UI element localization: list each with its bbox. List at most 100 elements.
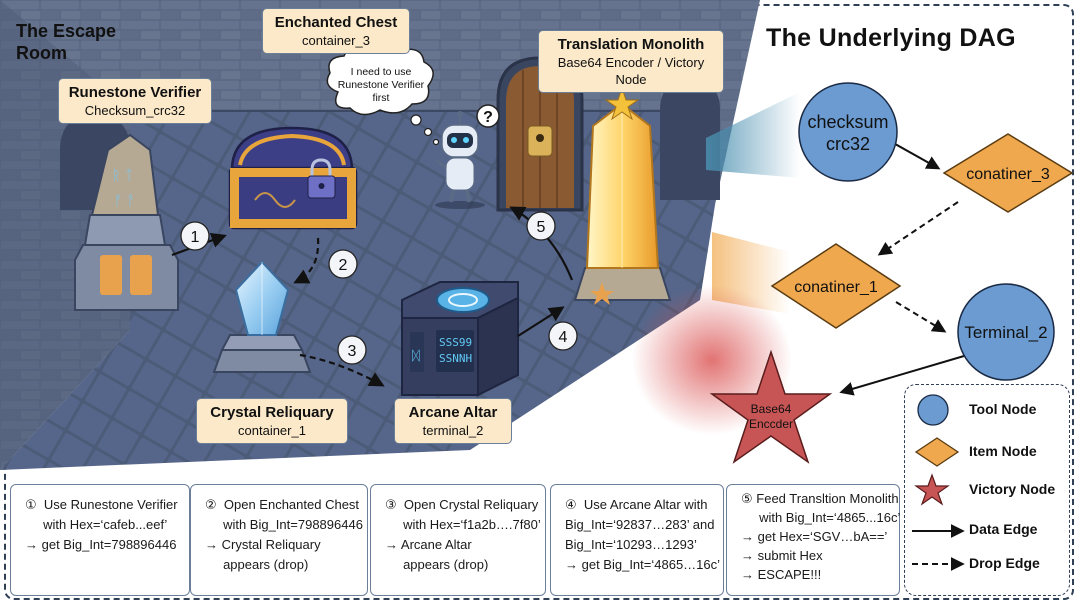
dag-node-container3: conatiner_3 <box>942 133 1074 213</box>
step-line: Big_Int=‘10293…1293’ <box>565 537 697 552</box>
step-markers: 1 2 3 4 5 <box>180 211 578 365</box>
label-title: Enchanted Chest <box>274 14 398 31</box>
glowing-rune-icon <box>100 255 122 295</box>
step-box-5: ⑤ Feed Transltion Monolith with Big_Int=… <box>726 484 900 596</box>
label-subtitle: container_1 <box>238 423 306 438</box>
svg-text:4: 4 <box>559 329 568 346</box>
dag-edge-container1-terminal2 <box>895 301 947 333</box>
legend-row-item: Item Node <box>905 433 1071 473</box>
step-line: with Big_Int=798896446 <box>223 517 363 532</box>
legend-row-data-edge: Data Edge <box>905 511 1071 551</box>
flow-arrow-2 <box>293 237 320 284</box>
legend-victory-icon <box>914 473 950 506</box>
dag-edge-checksum-container3 <box>887 139 941 170</box>
translation-monolith <box>573 86 672 305</box>
legend-label: Drop Edge <box>969 555 1040 571</box>
dag-node-base64: Base64 Enccder <box>709 349 833 464</box>
label-title: Translation Monolith <box>557 36 705 53</box>
svg-text:crc32: crc32 <box>826 134 870 154</box>
altar-glyph: SSS99 <box>439 336 472 349</box>
dag-edge-terminal2-base64 <box>839 355 965 396</box>
legend-label: Victory Node <box>969 481 1056 497</box>
svg-text:5: 5 <box>537 219 546 236</box>
dag-beam-blue <box>706 92 800 178</box>
dag-edges <box>839 139 965 396</box>
legend-row-victory: Victory Node <box>905 471 1071 511</box>
step-line: ④ Use Arcane Altar with <box>565 497 708 512</box>
step-box-3: ③ Open Crystal Reliquary with Hex=‘f1a2b… <box>370 484 546 596</box>
legend-item-icon <box>914 437 960 467</box>
label-title: Crystal Reliquary <box>210 404 334 421</box>
arcane-altar: ᛞ SSS99 SSNNH <box>401 281 519 397</box>
glowing-sigil-icon <box>436 287 490 313</box>
victory-star-icon <box>604 86 640 121</box>
step-line: → Arcane Altar <box>385 537 472 552</box>
dag-node-terminal2: Terminal_2 <box>957 283 1055 381</box>
step-line: ③ Open Crystal Reliquary <box>385 497 539 512</box>
flow-arrow-4 <box>517 306 565 337</box>
wooden-door <box>496 56 584 212</box>
runestone-verifier: ᚱ ᛏ ᚠ ᚨ <box>74 133 179 311</box>
wall-arch <box>660 80 720 200</box>
step-line: with Big_Int=‘4865...16c’ <box>759 510 901 525</box>
svg-text:1: 1 <box>191 229 200 246</box>
svg-text:Enccder: Enccder <box>749 417 793 431</box>
label-title: Runestone Verifier <box>68 84 202 101</box>
step-box-4: ④ Use Arcane Altar with Big_Int=‘92837…2… <box>550 484 724 596</box>
robot-icon <box>435 111 485 209</box>
step-marker-4: 4 <box>548 321 578 351</box>
step-marker-1: 1 <box>180 221 210 251</box>
svg-text:checksum: checksum <box>807 112 888 132</box>
label-chest: Enchanted Chest container_3 <box>262 8 410 54</box>
step-line: → Crystal Reliquary <box>205 537 321 552</box>
enchanted-chest <box>228 126 358 230</box>
step-line: ① Use Runestone Verifier <box>25 497 178 512</box>
svg-text:ᚱ ᛏ: ᚱ ᛏ <box>112 168 133 184</box>
svg-text:3: 3 <box>348 343 357 360</box>
step-box-2: ② Open Enchanted Chest with Big_Int=7988… <box>190 484 368 596</box>
label-subtitle: container_3 <box>302 33 370 48</box>
altar-glyph: SSNNH <box>439 352 472 365</box>
label-subtitle: terminal_2 <box>422 423 484 438</box>
legend-label: Data Edge <box>969 521 1038 537</box>
question-mark: ? <box>483 109 493 126</box>
dag-node-container1: conatiner_1 <box>770 243 902 329</box>
label-altar: Arcane Altar terminal_2 <box>394 398 512 444</box>
step-line: → submit Hex <box>741 548 823 563</box>
crystal-reliquary <box>212 260 312 373</box>
svg-text:conatiner_1: conatiner_1 <box>794 279 878 296</box>
legend-label: Item Node <box>969 443 1037 459</box>
thought-text: I need to use Runestone Verifier first <box>337 66 425 104</box>
step-marker-5: 5 <box>526 211 556 241</box>
label-runestone: Runestone Verifier Checksum_crc32 <box>58 78 212 124</box>
glowing-rune-icon <box>130 255 152 295</box>
svg-text:ᛞ: ᛞ <box>412 349 420 364</box>
flow-arrow-3 <box>299 353 385 387</box>
legend-row-tool: Tool Node <box>905 391 1071 431</box>
svg-text:conatiner_3: conatiner_3 <box>966 166 1050 183</box>
step-marker-3: 3 <box>337 335 367 365</box>
escape-room-title: The Escape Room <box>16 21 117 63</box>
step-line: with Hex=‘f1a2b….7f80’ <box>403 517 541 532</box>
step-line: appears (drop) <box>223 557 309 572</box>
step-box-1: ① Use Runestone Verifier with Hex=‘cafeb… <box>10 484 190 596</box>
step-line: with Hex=‘cafeb...eef’ <box>43 517 168 532</box>
svg-text:2: 2 <box>339 257 348 274</box>
step-line: → get Big_Int=798896446 <box>25 537 177 552</box>
star-icon <box>590 282 614 305</box>
step-line: appears (drop) <box>403 557 489 572</box>
svg-text:ᚠ ᚨ: ᚠ ᚨ <box>114 193 135 209</box>
step-marker-2: 2 <box>328 249 358 279</box>
legend-tool-icon <box>917 394 949 426</box>
label-subtitle: Base64 Encoder / Victory Node <box>557 55 705 87</box>
question-bubble: ? <box>476 104 500 128</box>
thought-bubble <box>326 42 440 146</box>
dag-node-checksum: checksum crc32 <box>798 82 898 182</box>
label-monolith: Translation Monolith Base64 Encoder / Vi… <box>538 30 724 93</box>
legend-row-drop-edge: Drop Edge <box>905 545 1071 585</box>
svg-text:Base64: Base64 <box>751 402 792 416</box>
label-subtitle: Checksum_crc32 <box>84 103 186 118</box>
dag-edge-container3-container1 <box>877 201 959 256</box>
step-line: Big_Int=‘92837…283’ and <box>565 517 715 532</box>
step-line: ⑤ Feed Transltion Monolith <box>741 491 899 506</box>
